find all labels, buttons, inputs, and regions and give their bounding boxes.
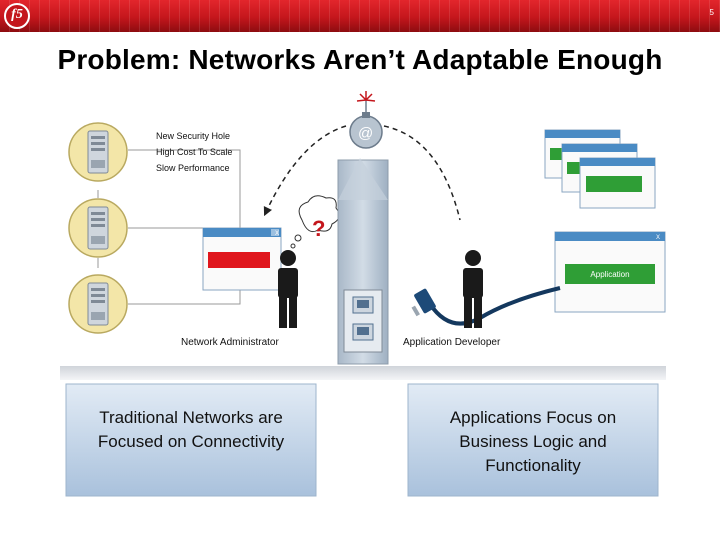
server-icon [68,198,128,258]
problem-list: New Security Hole High Cost To Scale Slo… [156,128,232,176]
app-developer-figure [463,250,483,328]
problem-item: High Cost To Scale [156,147,233,157]
header-bar: f5 5 [0,0,720,32]
developer-cable [428,286,561,326]
network-tower [337,158,389,365]
right-summary-box [407,383,659,497]
left-summary-box [65,383,317,497]
left-summary-text: Traditional Networks are Focused on Conn… [97,408,285,451]
right-summary-text: Applications Focus on Business Logic and… [449,408,617,475]
page-number: 5 [709,8,714,17]
admin-window [202,227,282,291]
question-mark: ? [312,216,325,241]
slide-title: Problem: Networks Aren’t Adaptable Enoug… [57,44,663,75]
network-admin-figure [278,250,298,328]
cable-plug-icon [411,288,436,317]
app-window-close-icon: X [656,235,660,241]
at-symbol: @ [358,125,373,142]
problem-item: New Security Hole [156,131,231,141]
application-label: Application [590,270,629,279]
server-icon [68,274,128,334]
f5-logo: f5 [4,3,30,29]
bomb-icon [349,91,383,149]
server-icon [68,122,128,182]
server-stack [68,122,241,334]
arrow-to-developer [383,125,461,221]
question-bubble [290,195,340,249]
floor-shadow [60,366,666,380]
application-window [554,231,666,313]
admin-window-close-icon: X [275,231,279,237]
app-window-stack [544,129,656,209]
app-developer-label: Application Developer [403,337,501,348]
network-admin-label: Network Administrator [181,337,279,348]
arrow-to-admin [263,125,347,217]
header-stripes [0,0,720,32]
problem-item: Slow Performance [156,163,230,173]
